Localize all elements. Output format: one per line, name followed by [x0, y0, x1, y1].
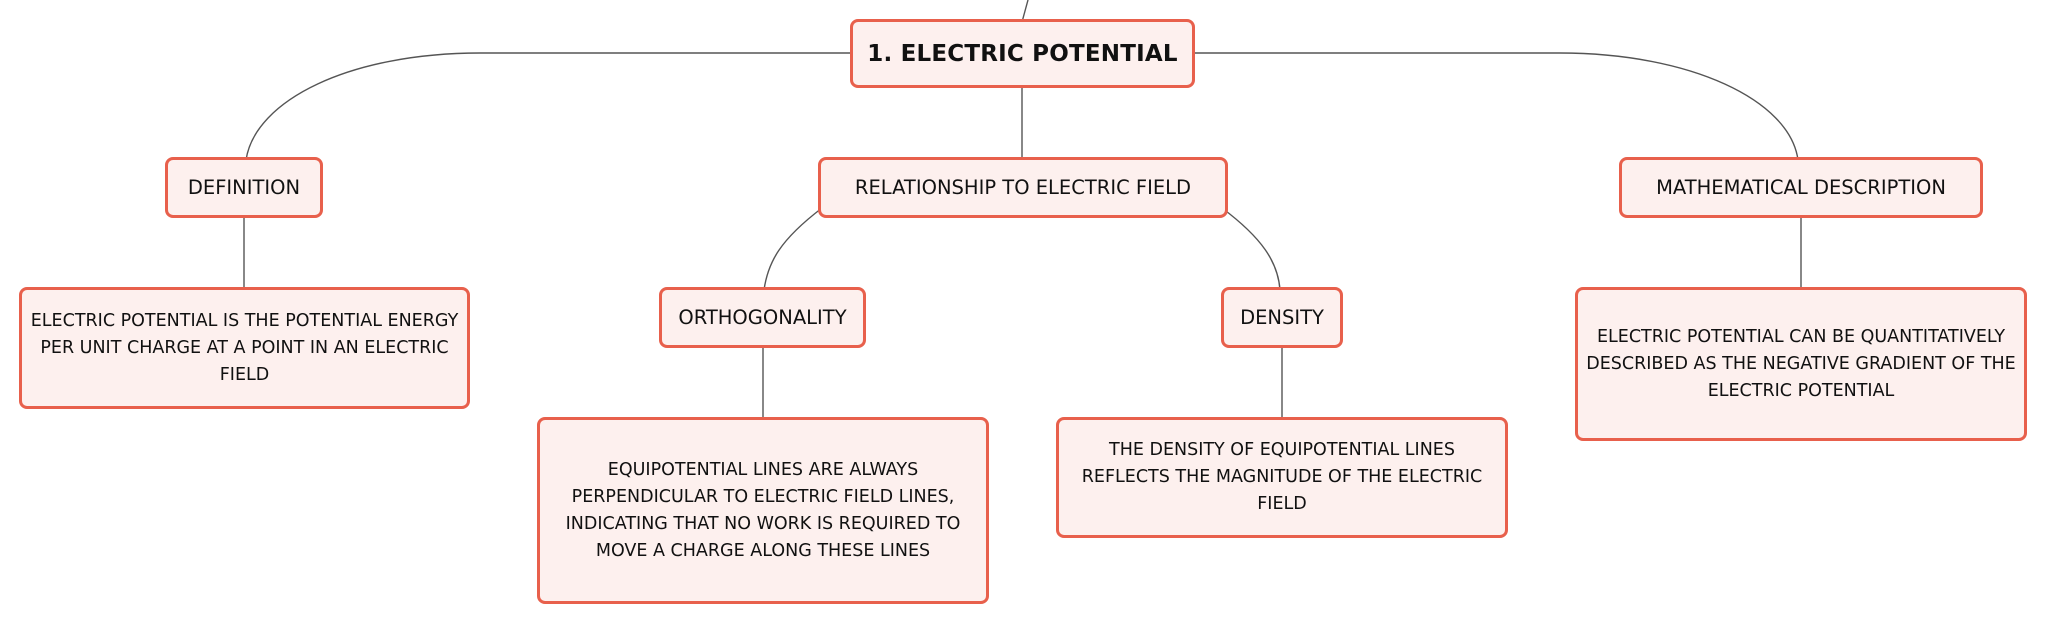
root-node[interactable]: 1. ELECTRIC POTENTIAL	[850, 19, 1195, 88]
topic-definition[interactable]: DEFINITION	[165, 157, 323, 218]
detail-density[interactable]: THE DENSITY OF EQUIPOTENTIAL LINES REFLE…	[1056, 417, 1508, 538]
connector-relationship-to-orthogonality	[763, 207, 823, 291]
topic-relationship-to-electric-field[interactable]: RELATIONSHIP TO ELECTRIC FIELD	[818, 157, 1228, 218]
connector-root-to-mathematical	[1192, 52, 1799, 161]
topic-mathematical-description[interactable]: MATHEMATICAL DESCRIPTION	[1619, 157, 1983, 218]
connector-parent-to-root	[1021, 0, 1029, 23]
topic-orthogonality[interactable]: ORTHOGONALITY	[659, 287, 866, 348]
topic-density[interactable]: DENSITY	[1221, 287, 1343, 348]
detail-definition[interactable]: ELECTRIC POTENTIAL IS THE POTENTIAL ENER…	[19, 287, 470, 409]
connector-root-to-definition	[245, 52, 852, 161]
connector-relationship-to-density	[1221, 207, 1281, 291]
detail-orthogonality[interactable]: EQUIPOTENTIAL LINES ARE ALWAYS PERPENDIC…	[537, 417, 989, 604]
detail-mathematical-description[interactable]: ELECTRIC POTENTIAL CAN BE QUANTITATIVELY…	[1575, 287, 2027, 441]
